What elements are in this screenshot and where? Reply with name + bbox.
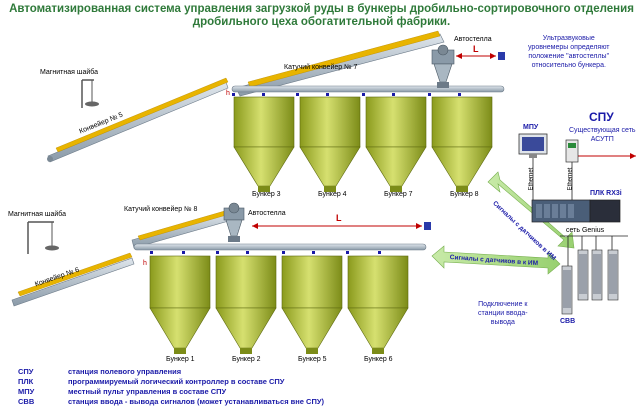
legend-abbr-mpu: МПУ <box>18 387 35 396</box>
plc-label: ПЛК RX3i <box>590 190 622 197</box>
legend-text-plc: программируемый логический контроллер в … <box>68 377 285 386</box>
bunker-2-label: Бункер 2 <box>232 356 261 363</box>
bunker-5-label: Бункер 5 <box>298 356 327 363</box>
ultrasonic-note-line3: положение "автостеллы" <box>528 53 610 60</box>
ultrasonic-note-line2: уровнемеры определяют <box>528 44 610 51</box>
ethernet-label-1: Ethernet <box>528 167 535 191</box>
legend-abbr-plc: ПЛК <box>18 377 34 386</box>
upper-line <box>47 30 505 192</box>
connection-note-line2: станции ввода- <box>478 310 528 317</box>
autoshuttle-lower-label: Автостелла <box>248 210 286 217</box>
shuttle-conveyor-7 <box>231 85 505 93</box>
legend-text-spu: станция полевого управления <box>68 367 182 376</box>
level-sensors-upper <box>232 93 461 96</box>
ethernet-links <box>532 158 573 200</box>
bunker-8-label: Бункер 8 <box>450 191 479 198</box>
diagram-title-line1: Автоматизированная система управления за… <box>9 3 634 15</box>
bunker-6 <box>347 255 409 354</box>
bunkers-upper <box>233 96 493 192</box>
bunker-7 <box>365 96 427 192</box>
spu-label: СПУ <box>589 110 614 124</box>
connection-note-line1: Подключение к <box>478 301 528 308</box>
autoshuttle-upper <box>431 44 455 88</box>
diagram-title-line2: дробильного цеха обогатительной фабрики. <box>192 16 451 28</box>
bunker-3-label: Бункер 3 <box>252 191 281 198</box>
genius-label: сеть Genius <box>566 227 605 234</box>
ultrasonic-note-line4: относительно бункера. <box>531 62 606 69</box>
distance-upper-label: L <box>473 44 479 54</box>
bunker-6-label: Бункер 6 <box>364 356 393 363</box>
bunker-1 <box>149 255 211 354</box>
bunker-5 <box>281 255 343 354</box>
ultrasonic-note: Ультразвуковые уровнемеры определяют пол… <box>528 34 610 70</box>
network-label: Существующая сеть АСУТП <box>569 126 636 144</box>
bunker-1-label: Бункер 1 <box>166 356 195 363</box>
signal-arrows <box>431 171 575 275</box>
signal-arrow-upper <box>487 171 575 249</box>
lower-line <box>11 202 431 354</box>
bunker-7-label: Бункер 7 <box>384 191 413 198</box>
legend-abbr-spu: СПУ <box>18 367 34 376</box>
shuttle-conveyor-8-label: Катучий конвейер № 8 <box>124 206 198 213</box>
ultrasonic-note-line1: Ультразвуковые <box>542 35 595 42</box>
plc-rack <box>531 199 621 223</box>
network-label-line2: АСУТП <box>590 136 614 143</box>
network-label-line1: Существующая сеть <box>569 127 636 134</box>
svv-label: СВВ <box>560 318 576 325</box>
legend-item-plc: ПЛК программируемый логический контроллер… <box>18 377 284 386</box>
legend-text-mpu: местный пульт управления в составе СПУ <box>68 387 227 396</box>
autoshuttle-lower <box>223 202 245 242</box>
connection-note: Подключение к станции ввода- вывода <box>478 300 528 327</box>
conveyor-6 <box>11 252 135 307</box>
control-system <box>518 133 636 315</box>
shuttle-conveyor-8 <box>133 243 427 251</box>
distance-marker-lower <box>252 222 431 230</box>
legend-abbr-svv: СВВ <box>18 397 35 406</box>
bunkers-lower <box>149 255 409 354</box>
level-lower-label: h <box>143 260 147 267</box>
magnetic-pulley-upper <box>81 79 99 108</box>
legend-item-mpu: МПУ местный пульт управления в составе СП… <box>18 387 226 396</box>
feed-conveyor-upper <box>235 30 445 97</box>
ethernet-label-2: Ethernet <box>567 167 574 191</box>
bunker-4-label: Бункер 4 <box>318 191 347 198</box>
spu-network <box>565 139 636 163</box>
bunker-3 <box>233 96 295 192</box>
mpu-monitor <box>518 133 548 158</box>
distance-lower-label: L <box>336 213 342 223</box>
bunker-4 <box>299 96 361 192</box>
magnetic-pulley-lower <box>27 221 59 254</box>
connection-note-line3: вывода <box>490 319 515 326</box>
magnetic-pulley-lower-label: Магнитная шайба <box>8 211 66 218</box>
bunker-8 <box>431 96 493 192</box>
level-sensors-lower <box>150 251 381 254</box>
conveyor-5 <box>47 77 229 163</box>
distance-marker-upper <box>456 52 505 60</box>
shuttle-conveyor-7-label: Катучий конвейер № 7 <box>284 64 358 71</box>
feed-conveyor-lower <box>131 209 233 249</box>
magnetic-pulley-upper-label: Магнитная шайба <box>40 69 98 76</box>
genius-network <box>560 235 628 266</box>
legend-item-svv: СВВ станция ввода - вывода сигналов (може… <box>18 397 324 406</box>
svv-station <box>561 249 619 315</box>
legend-item-spu: СПУ станция полевого управления <box>18 367 181 376</box>
autoshuttle-upper-label: Автостелла <box>454 36 492 43</box>
signal-arrow-lower <box>431 245 561 275</box>
legend-text-svv: станция ввода - вывода сигналов (может у… <box>68 397 325 406</box>
mpu-label: МПУ <box>523 124 539 131</box>
bunker-2 <box>215 255 277 354</box>
level-upper-label: h <box>226 90 230 97</box>
